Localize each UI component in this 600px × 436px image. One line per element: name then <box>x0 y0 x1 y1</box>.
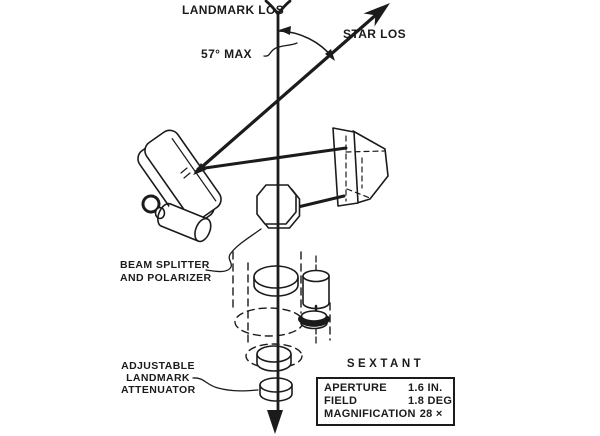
label-attenuator: ADJUSTABLE LANDMARK ATTENUATOR <box>121 360 195 396</box>
label-attenuator-line1: ADJUSTABLE <box>121 360 195 372</box>
objective-lens <box>253 265 299 297</box>
beam-prism-to-splitter <box>296 194 346 209</box>
beam-splitter-octagon <box>256 184 301 229</box>
label-beam-splitter-line1: BEAM SPLITTER <box>120 259 210 271</box>
attenuator-disc <box>259 377 293 402</box>
spec-value-field: 1.8 DEG <box>408 395 453 407</box>
prism <box>332 127 389 207</box>
label-star-los: STAR LOS <box>343 27 406 41</box>
angle-dimension-arc <box>278 26 335 61</box>
spec-row-aperture: APERTURE 1.6 IN. <box>324 382 448 395</box>
spec-label-aperture: APERTURE <box>324 382 387 394</box>
mirror-drive-cylinder <box>157 202 212 243</box>
spec-label-magnification: MAGNIFICATION <box>324 408 416 420</box>
spec-title: SEXTANT <box>346 358 425 370</box>
spec-row-magnification: MAGNIFICATION 28 × <box>324 408 448 421</box>
dashed-housing-outline <box>232 251 331 369</box>
eyepiece-cylinder <box>302 269 330 317</box>
beam-mirror-to-prism <box>196 146 348 171</box>
knurled-adjust-ring <box>298 310 330 330</box>
spec-table: APERTURE 1.6 IN. FIELD 1.8 DEG MAGNIFICA… <box>316 377 455 426</box>
label-attenuator-line2: LANDMARK <box>126 372 190 384</box>
label-beam-splitter: BEAM SPLITTER AND POLARIZER <box>120 259 212 285</box>
plumb-arrowhead <box>267 410 283 434</box>
attenuator-leader <box>192 377 259 392</box>
spec-label-field: FIELD <box>324 395 358 407</box>
spec-value-magnification: 28 × <box>419 408 443 420</box>
label-beam-splitter-line2: AND POLARIZER <box>120 272 212 284</box>
beam-splitter-leader <box>205 228 262 273</box>
label-attenuator-line3: ATTENUATOR <box>121 384 196 396</box>
landmark-los-line <box>264 0 292 434</box>
scanning-mirror <box>137 129 222 229</box>
mirror-drive-knob <box>141 194 166 220</box>
angle-label-leader <box>263 42 298 57</box>
label-landmark-los: LANDMARK LOS <box>182 3 285 17</box>
spec-value-aperture: 1.6 IN. <box>408 382 443 394</box>
label-angle-max: 57° MAX <box>201 47 252 61</box>
field-lens <box>256 345 292 372</box>
spec-panel: SEXTANT APERTURE 1.6 IN. FIELD 1.8 DEG M… <box>316 358 455 426</box>
spec-row-field: FIELD 1.8 DEG <box>324 395 452 408</box>
